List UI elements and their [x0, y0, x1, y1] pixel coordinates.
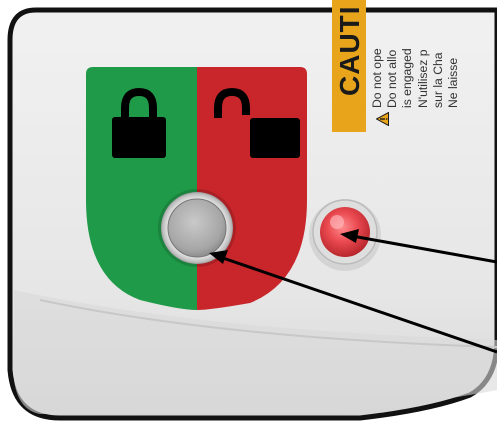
caution-text: Do not ope Do not allo is engaged N'util…: [370, 0, 461, 108]
caution-band: CAUTI: [332, 0, 366, 132]
caution-line: Do not ope: [370, 0, 385, 108]
warning-triangle-icon: [376, 112, 389, 126]
caution-line: is engaged: [400, 0, 415, 108]
caution-heading: CAUTI: [334, 5, 366, 96]
caution-line: sur la Cha: [431, 0, 446, 108]
caution-line: Do not allo: [385, 0, 400, 108]
caution-label: CAUTI Do not ope Do not allo is engaged …: [332, 0, 497, 132]
caution-line: N'utilisez p: [416, 0, 431, 108]
caution-line: Ne laisse: [446, 0, 461, 108]
